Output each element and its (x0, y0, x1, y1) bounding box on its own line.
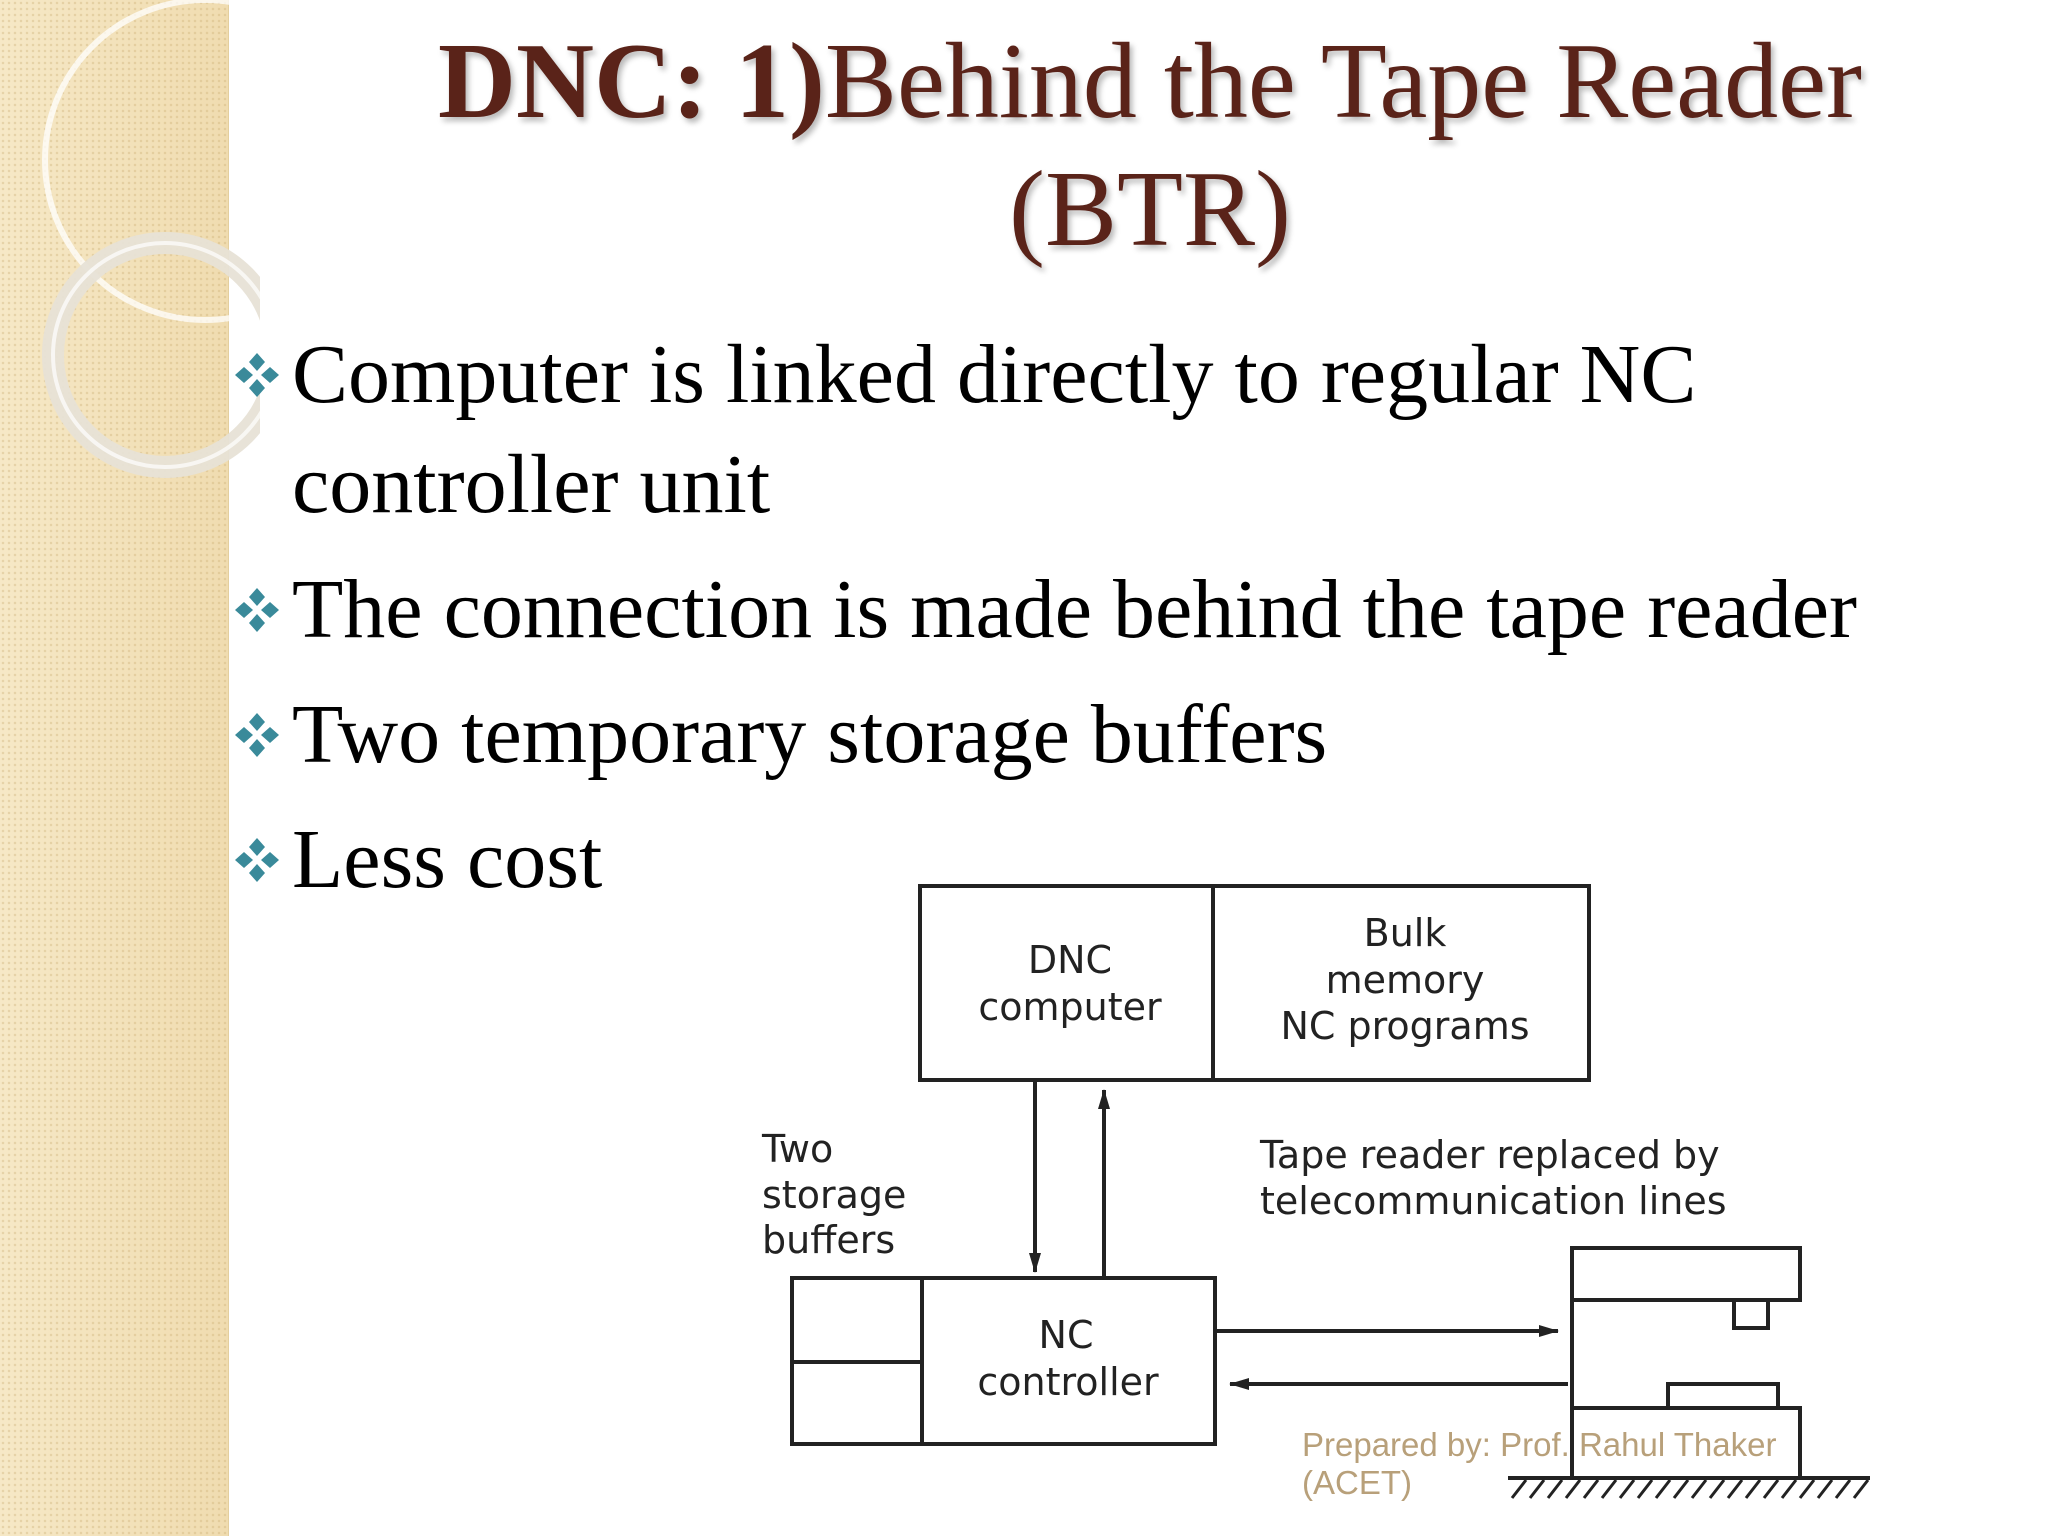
bullet-text: Less cost (292, 813, 603, 906)
bulk-memory-box (1211, 884, 1591, 1082)
four-diamond-bullet-icon (235, 713, 279, 757)
bullet-item: Two temporary storage buffers (230, 680, 2020, 790)
storage-buffers-label-line2: storage (762, 1173, 906, 1217)
four-diamond-bullet-icon (235, 353, 279, 397)
storage-buffers-label-line3: buffers (762, 1218, 895, 1262)
footer-credit: Prepared by: Prof. Rahul Thaker (ACET) (1302, 1426, 1777, 1501)
bullet-item: The connection is made behind the tape r… (230, 555, 2020, 665)
slide-title-text: Behind the Tape Reader (BTR) (824, 22, 1862, 269)
bulk-memory-label-line2: memory (1326, 958, 1485, 1002)
storage-buffer-top (790, 1276, 924, 1364)
bullet-item: Computer is linked directly to regular N… (230, 320, 2020, 540)
nc-controller-label-line2: controller (977, 1360, 1159, 1404)
decorative-ring-large (42, 0, 260, 323)
ground-hatching (1510, 1479, 1870, 1499)
machine-tool-workpiece (1666, 1382, 1780, 1410)
bullet-text: Computer is linked directly to regular N… (292, 328, 1697, 531)
four-diamond-bullet-icon (235, 838, 279, 882)
slide-title-prefix: DNC: 1) (438, 22, 825, 141)
four-diamond-bullet-icon (235, 588, 279, 632)
storage-buffer-bottom (790, 1360, 924, 1446)
tape-reader-label-line1: Tape reader replaced by (1259, 1133, 1720, 1177)
nc-controller-label-line1: NC (1039, 1313, 1094, 1357)
bullet-text: Two temporary storage buffers (292, 688, 1328, 781)
dnc-computer-box (918, 884, 1215, 1082)
storage-buffers-label-line1: Two (761, 1127, 833, 1171)
tape-reader-label-line2: telecommunication lines (1260, 1179, 1727, 1223)
machine-tool-spindle (1732, 1298, 1770, 1330)
dnc-computer-label-line1: DNC (1028, 938, 1112, 982)
bulk-memory-label-line3: NC programs (1280, 1004, 1529, 1048)
bulk-memory-label-line1: Bulk (1364, 911, 1447, 955)
nc-controller-box (920, 1276, 1217, 1446)
bullet-list: Computer is linked directly to regular N… (230, 320, 2020, 930)
decorative-rings (42, 0, 260, 478)
slide-title: DNC: 1)Behind the Tape Reader (BTR) (300, 18, 2000, 274)
bullet-item: Less cost (230, 805, 2020, 915)
dnc-computer-label-line2: computer (978, 985, 1162, 1029)
bullet-text: The connection is made behind the tape r… (292, 563, 1857, 656)
